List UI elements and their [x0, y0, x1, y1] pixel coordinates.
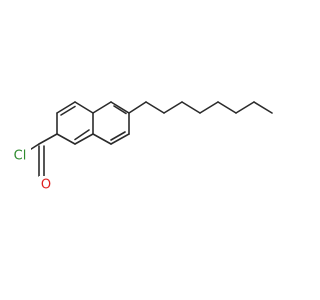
ring-bond — [92, 133, 112, 145]
ring-bond — [56, 101, 76, 114]
ring-bond — [110, 101, 130, 114]
carbonyl-oxygen-atom-label: O — [41, 178, 51, 193]
oxygen-label-backdrop — [39, 176, 53, 194]
ring-bond — [110, 133, 130, 145]
carbonyl-carbon-bond — [38, 133, 58, 145]
aromatic-inner-bond — [113, 105, 127, 115]
chlorine-atom-label: Cl — [14, 149, 27, 164]
alkyl-chain-bond — [145, 101, 165, 114]
alkyl-chain-bond — [181, 101, 201, 114]
alkyl-chain-bond — [217, 101, 237, 114]
ring-bond — [56, 133, 76, 145]
aromatic-inner-bond — [74, 129, 90, 141]
ring-bond — [74, 133, 94, 145]
molecule-drawing: Cl O — [9, 101, 273, 194]
aromatic-inner-bond — [110, 131, 126, 141]
aromatic-inner-bond — [60, 105, 76, 116]
structure-canvas: Cl O — [9, 101, 273, 194]
alkyl-chain-bond — [163, 101, 183, 114]
alkyl-chain-bond — [128, 101, 147, 114]
ring-bond — [74, 101, 94, 114]
alkyl-chain-bond — [199, 101, 219, 114]
atom-label-group: Cl O — [9, 147, 53, 194]
chlorine-label-backdrop — [9, 147, 31, 165]
ring-bond — [92, 101, 112, 114]
bond-group — [27, 101, 273, 177]
alkyl-chain-bond — [235, 101, 255, 114]
alkyl-chain-bond — [253, 101, 273, 114]
